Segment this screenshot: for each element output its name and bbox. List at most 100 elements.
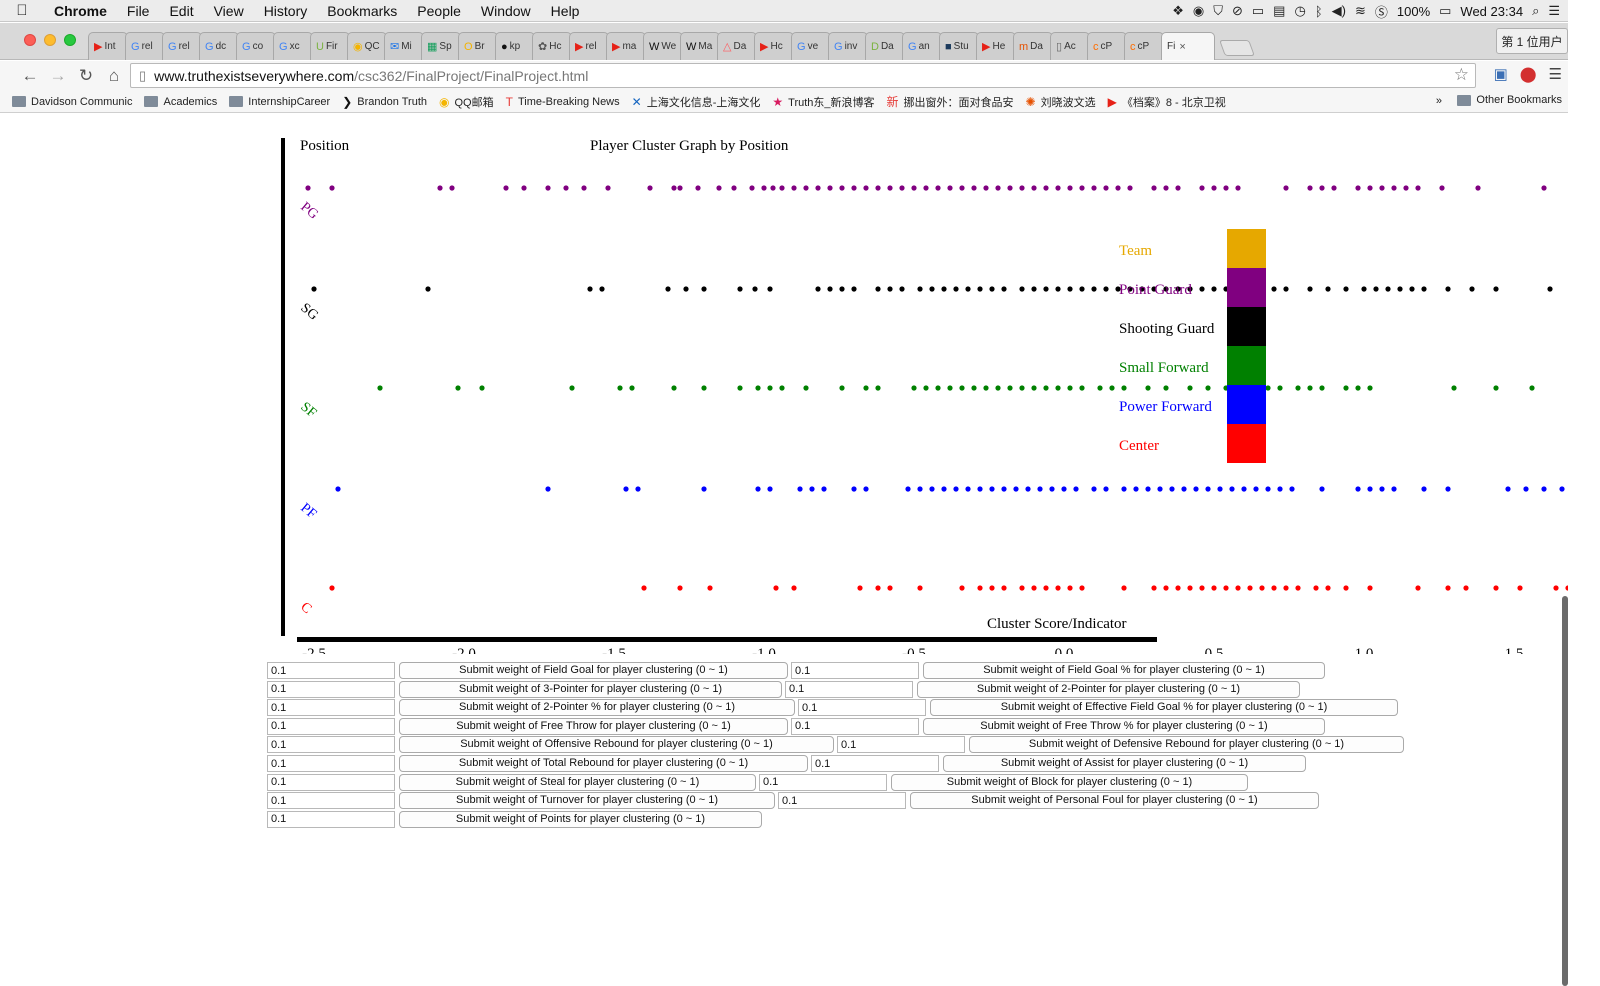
airplay-icon[interactable]: ▭ [1251,3,1265,18]
volume-icon[interactable]: ◀) [1331,3,1346,18]
reload-icon[interactable]: ↻ [78,66,94,85]
spotlight-search-icon[interactable]: ⌕ [1532,3,1540,18]
back-arrow-icon[interactable]: ← [21,66,39,85]
weight-input[interactable] [798,699,926,717]
weight-input[interactable] [267,810,395,828]
tab-close-icon[interactable]: × [1179,40,1186,53]
menu-edit[interactable]: Edit [169,2,194,19]
submit-weight-button[interactable]: Submit weight of 2-Pointer for player cl… [917,680,1300,698]
submit-weight-button[interactable]: Submit weight of Points for player clust… [399,810,762,828]
minimize-window-button[interactable] [44,34,56,46]
tab[interactable]: ▶ma [606,32,646,60]
menu-bookmarks[interactable]: Bookmarks [327,2,398,19]
submit-weight-button[interactable]: Submit weight of Personal Foul for playe… [910,792,1319,810]
bluetooth-icon[interactable]: ᛒ [1314,3,1323,19]
tab[interactable]: ✿Hc [532,32,572,60]
weight-input[interactable] [267,755,395,772]
weight-input[interactable] [267,736,395,754]
submit-weight-button[interactable]: Submit weight of Free Throw % for player… [923,717,1325,735]
submit-weight-button[interactable]: Submit weight of Effective Field Goal % … [930,699,1398,717]
submit-weight-button[interactable]: Submit weight of Field Goal % for player… [923,662,1325,679]
submit-weight-button[interactable]: Submit weight of Total Rebound for playe… [399,755,808,772]
weight-input[interactable] [791,717,919,735]
bookmark-folder[interactable]: Academics [144,93,217,110]
profile-button[interactable]: 第 1 位用户 [1496,28,1568,54]
shield-icon[interactable]: ⛉ [1213,3,1223,18]
tab[interactable]: ▶rel [569,32,609,60]
submit-weight-button[interactable]: Submit weight of Block for player cluste… [891,773,1248,791]
submit-weight-button[interactable]: Submit weight of Steal for player cluste… [399,773,756,791]
tab[interactable]: ▯Ac [1050,32,1090,60]
submit-weight-button[interactable]: Submit weight of Offensive Rebound for p… [399,736,834,754]
bookmarks-overflow-button[interactable]: » [1435,95,1442,107]
submit-weight-button[interactable]: Submit weight of 3-Pointer for player cl… [399,680,782,698]
weight-input[interactable] [267,662,395,679]
bookmark-folder[interactable]: Davidson Communic [12,93,132,110]
weight-input[interactable] [837,736,965,754]
tab-active[interactable]: Fi× [1161,32,1215,60]
no-sign-icon[interactable]: ⊘ [1231,3,1243,18]
time-machine-icon[interactable]: ◷ [1294,3,1306,18]
close-window-button[interactable] [24,34,36,46]
wifi-icon[interactable]: ≋ [1354,3,1366,18]
zoom-window-button[interactable] [64,34,76,46]
tab[interactable]: ■Stu [939,32,979,60]
menu-people[interactable]: People [417,2,461,19]
tab[interactable]: ▶Int [88,32,128,60]
submit-weight-button[interactable]: Submit weight of Field Goal for player c… [399,662,788,679]
bookmark-link[interactable]: ✕上海文化信息-上海文化 [632,93,761,110]
weight-input[interactable] [267,773,395,791]
weight-input[interactable] [267,717,395,735]
weight-input[interactable] [785,680,913,698]
apple-icon[interactable]:  [0,2,44,19]
weight-input[interactable] [778,792,906,810]
adblock-icon[interactable]: ⬤ [1519,66,1537,83]
tab[interactable]: △Da [717,32,757,60]
weight-input[interactable] [811,755,939,772]
bookmark-link[interactable]: ★Truth东_新浪博客 [772,93,874,110]
menu-app-name[interactable]: Chrome [54,2,107,19]
menu-help[interactable]: Help [550,2,580,19]
chrome-menu-icon[interactable]: ☰ [1548,66,1562,83]
menu-clock[interactable]: Wed 23:34 [1460,3,1524,19]
sync-icon[interactable]: ◉ [1192,3,1205,18]
bookmark-link[interactable]: ✺刘晓波文选 [1026,93,1096,110]
weight-input[interactable] [267,699,395,717]
submit-weight-button[interactable]: Submit weight of Defensive Rebound for p… [969,736,1404,754]
submit-weight-button[interactable]: Submit weight of 2-Pointer % for player … [399,699,795,717]
submit-weight-button[interactable]: Submit weight of Turnover for player clu… [399,792,775,810]
menu-file[interactable]: File [126,2,150,19]
bookmark-link[interactable]: ❯Brandon Truth [342,93,427,110]
extension-icon[interactable]: ▣ [1493,66,1508,83]
weight-input[interactable] [267,680,395,698]
new-tab-button[interactable] [1219,40,1255,56]
tab[interactable]: ●kp [495,32,535,60]
bookmark-link[interactable]: ◉QQ邮箱 [439,93,494,110]
bookmark-folder[interactable]: InternshipCareer [229,93,330,110]
tab[interactable]: ◉QC [347,32,387,60]
other-bookmarks-folder[interactable]: Other Bookmarks [1457,94,1562,106]
forward-arrow-icon[interactable]: → [49,66,67,85]
menu-window[interactable]: Window [480,2,531,19]
home-icon[interactable]: ⌂ [108,66,120,85]
tab[interactable]: ✉Mi [384,32,424,60]
menu-history[interactable]: History [263,2,308,19]
bookmark-star-icon[interactable]: ☆ [1453,65,1469,84]
menu-view[interactable]: View [213,2,244,19]
weight-input[interactable] [759,773,887,791]
submit-weight-button[interactable]: Submit weight of Assist for player clust… [943,755,1306,772]
